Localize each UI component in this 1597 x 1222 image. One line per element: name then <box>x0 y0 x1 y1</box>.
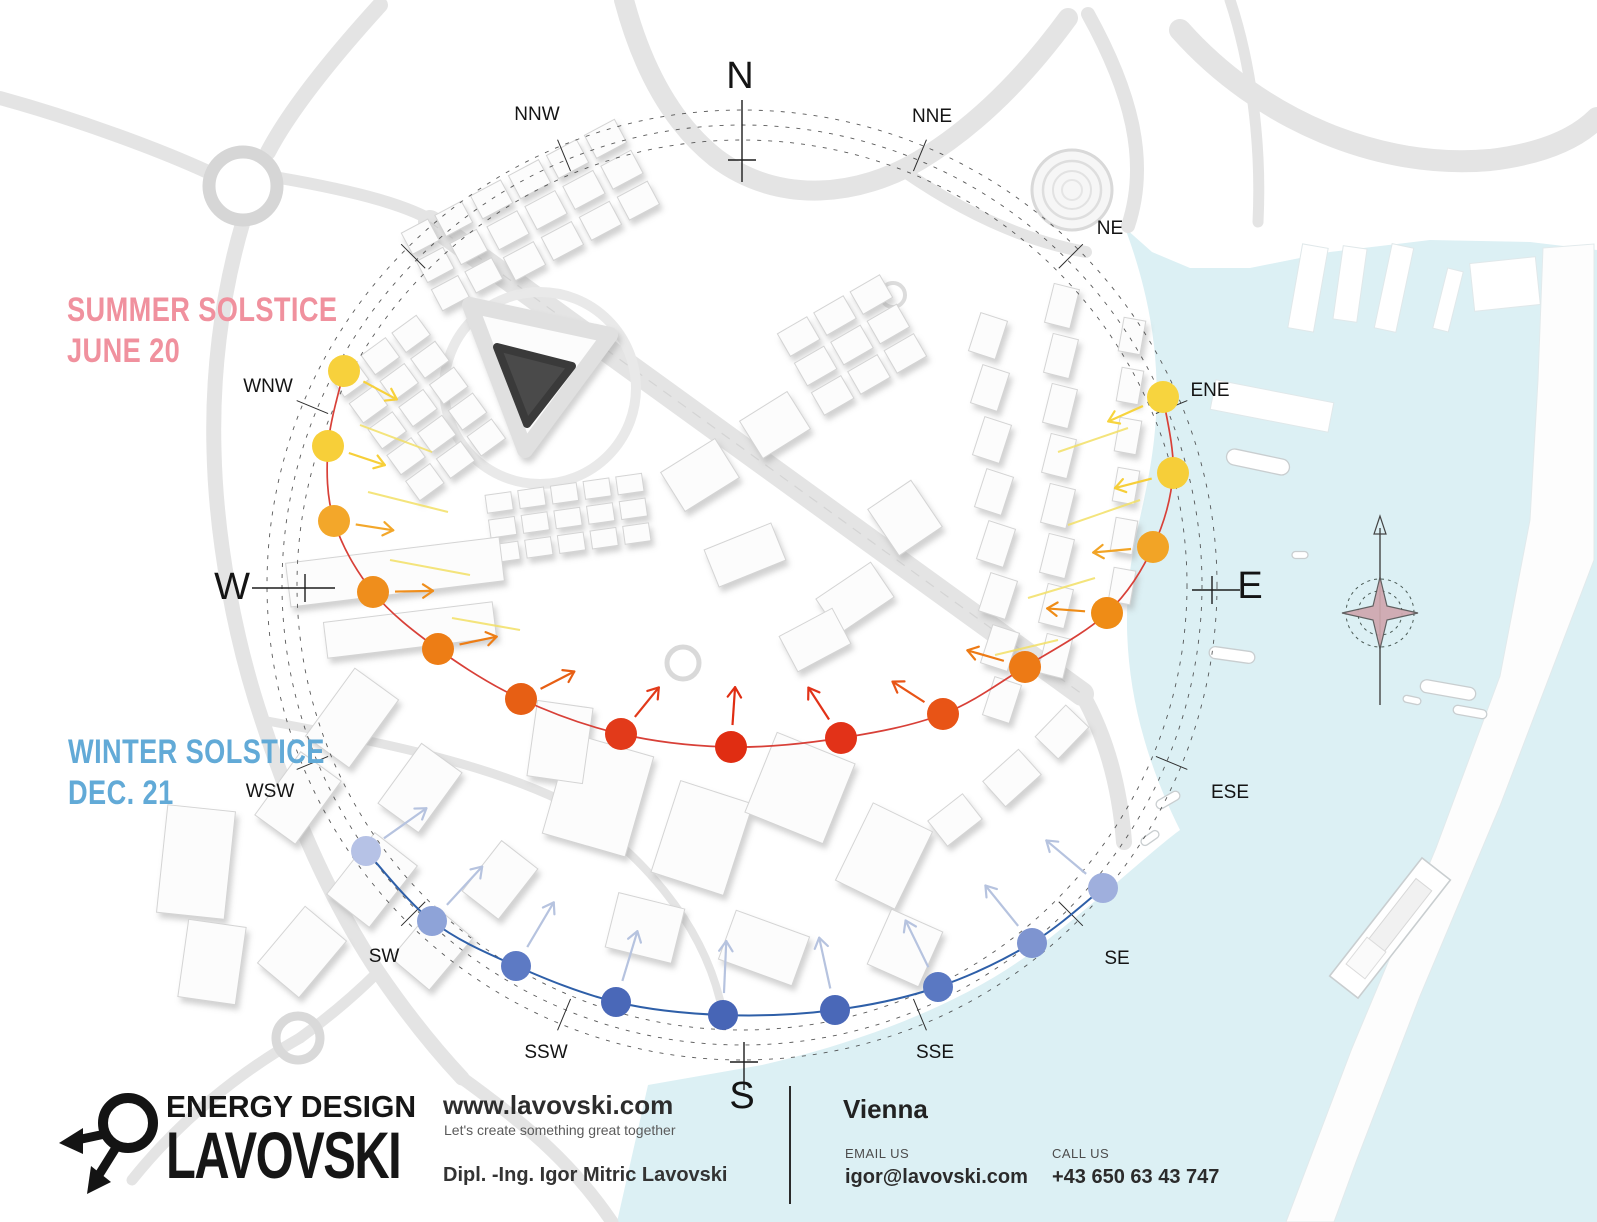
winter-sun-path <box>351 807 1118 1030</box>
compass-label-wsw: WSW <box>246 781 295 802</box>
cruise-ship <box>1328 856 1452 1000</box>
buildings <box>155 118 1147 1006</box>
compass-label-wnw: WNW <box>243 376 293 397</box>
spiral-building <box>1030 148 1114 232</box>
piers <box>1209 243 1595 1222</box>
winter-solstice-line1: WINTER SOLSTICE <box>68 733 325 771</box>
summer-solstice-line1: SUMMER SOLSTICE <box>67 291 338 329</box>
email-address: igor@lavovski.com <box>845 1166 1028 1188</box>
website-url: www.lavovski.com <box>443 1090 674 1120</box>
sun-rays <box>359 424 1141 656</box>
winter-solstice-title: WINTER SOLSTICE DEC. 21 <box>68 733 325 812</box>
lavovski-logo-icon <box>59 1093 158 1194</box>
tagline: Let's create something great together <box>444 1122 676 1138</box>
compass-label-ne: NE <box>1097 218 1123 239</box>
compass-rose <box>1341 514 1419 705</box>
compass-labels: N NNE NE ENE E ESE SE SSE S SSW SW WSW W WNW NNW <box>214 55 1263 1117</box>
compass-label-n: N <box>726 55 753 97</box>
landmark-building <box>462 297 618 458</box>
phone-number: +43 650 63 43 747 <box>1052 1166 1220 1188</box>
footer-divider <box>789 1086 791 1204</box>
compass-label-ene: ENE <box>1190 380 1229 401</box>
brand-line2: LAVOVSKI <box>166 1118 402 1192</box>
compass-label-sw: SW <box>369 946 400 967</box>
city-name: Vienna <box>843 1094 928 1124</box>
winter-solstice-line2: DEC. 21 <box>68 774 174 813</box>
compass-rings <box>252 100 1240 1090</box>
compass-label-ese: ESE <box>1211 782 1249 803</box>
compass-label-se: SE <box>1104 948 1129 969</box>
compass-label-ssw: SSW <box>524 1042 567 1063</box>
compass-label-s: S <box>729 1075 754 1117</box>
summer-sun-path <box>312 355 1189 763</box>
compass-label-e: E <box>1237 565 1262 607</box>
brand-line1: ENERGY DESIGN <box>166 1089 417 1124</box>
compass-label-w: W <box>214 566 250 608</box>
brand-wordmark: ENERGY DESIGN LAVOVSKI <box>166 1089 482 1193</box>
compass-label-nnw: NNW <box>514 104 559 125</box>
harbor-water <box>617 228 1597 1222</box>
summer-solstice-line2: JUNE 20 <box>67 332 181 371</box>
compass-label-nne: NNE <box>912 106 952 127</box>
author-name: Dipl. -Ing. Igor Mitric Lavovski <box>443 1164 728 1186</box>
summer-solstice-title: SUMMER SOLSTICE JUNE 20 <box>67 291 337 370</box>
call-label: CALL US <box>1052 1146 1110 1161</box>
boats <box>1140 448 1488 847</box>
email-label: EMAIL US <box>845 1146 910 1161</box>
compass-label-sse: SSE <box>916 1042 954 1063</box>
